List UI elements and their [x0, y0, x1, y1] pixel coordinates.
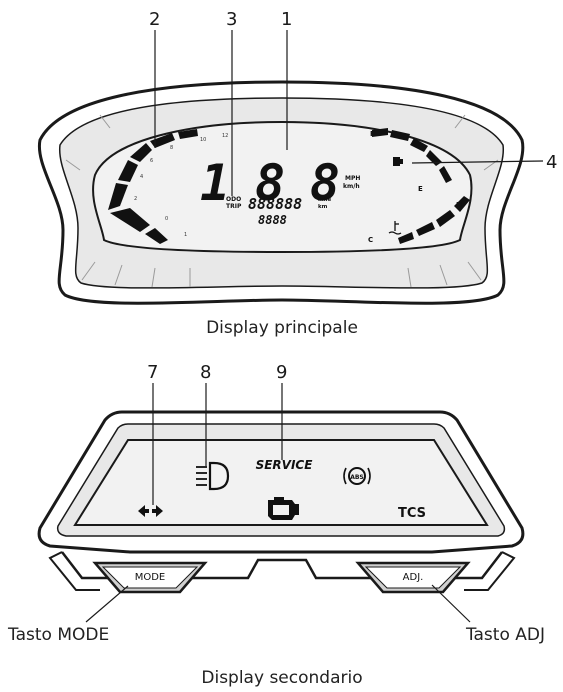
turn-signal-icon: [138, 505, 163, 517]
tach-scale-numbers: 2 4 6 8 10 12 0 1: [134, 133, 228, 238]
abs-icon: ABS: [343, 467, 371, 485]
main-lcd-face: [92, 120, 473, 254]
speed-unit-mph: MPH: [345, 175, 360, 182]
secondary-display-caption: Display secondario: [201, 668, 362, 688]
svg-text:8: 8: [170, 145, 173, 151]
speed-unit-kmh: km/h: [343, 183, 360, 190]
tcs-indicator: TCS: [398, 506, 426, 521]
svg-text:12: 12: [222, 133, 228, 139]
svg-text:1: 1: [184, 232, 187, 238]
callout-9: 9: [276, 362, 287, 383]
mode-button[interactable]: MODE: [92, 561, 208, 594]
svg-text:6: 6: [150, 158, 153, 164]
temp-cold-mark: C: [368, 236, 373, 244]
main-display-caption: Display principale: [206, 318, 358, 338]
odo-unit-mile: mile: [318, 197, 332, 203]
svg-text:4: 4: [140, 174, 143, 180]
headlight-icon: [196, 461, 230, 491]
odo-unit-km: km: [318, 204, 328, 210]
mode-button-label: MODE: [135, 572, 166, 583]
svg-text:ABS: ABS: [350, 474, 364, 481]
svg-text:0: 0: [165, 216, 168, 222]
fuel-full-mark: F: [370, 130, 375, 138]
mode-button-caption: Tasto MODE: [7, 625, 109, 645]
speed-readout: 188: [200, 154, 340, 212]
svg-text:10: 10: [200, 137, 206, 143]
engine-check-icon: [268, 497, 299, 520]
secondary-lcd-face: [73, 439, 489, 526]
callout-4: 4: [546, 152, 557, 173]
coolant-temp-icon: [388, 221, 402, 235]
clock-value: 8888: [258, 213, 287, 227]
temperature-gauge-bar: [398, 196, 470, 244]
temp-hot-mark: H: [456, 201, 462, 209]
adj-button-caption: Tasto ADJ: [465, 625, 545, 645]
adj-button[interactable]: ADJ.: [355, 561, 471, 594]
secondary-callout-lines: [85, 383, 471, 623]
service-indicator: SERVICE: [256, 458, 314, 472]
fuel-pump-icon: [393, 157, 403, 166]
fuel-empty-mark: E: [418, 185, 423, 193]
trip-label: TRIP: [226, 203, 242, 210]
main-callout-lines: [154, 30, 544, 196]
odometer-value: 888888: [248, 195, 302, 213]
adj-button-label: ADJ.: [403, 572, 424, 583]
callout-3: 3: [226, 9, 237, 30]
bezel-ridges: [65, 114, 499, 288]
odo-label: ODO: [226, 196, 241, 203]
tachometer-bar: [108, 129, 198, 244]
svg-text:2: 2: [134, 196, 137, 202]
fuel-gauge-bar: [372, 128, 452, 183]
secondary-display: SERVICE ABS TCS MODE: [7, 362, 545, 688]
callout-2: 2: [149, 9, 160, 30]
callout-8: 8: [200, 362, 211, 383]
callout-7: 7: [147, 362, 158, 383]
callout-1: 1: [281, 9, 292, 30]
